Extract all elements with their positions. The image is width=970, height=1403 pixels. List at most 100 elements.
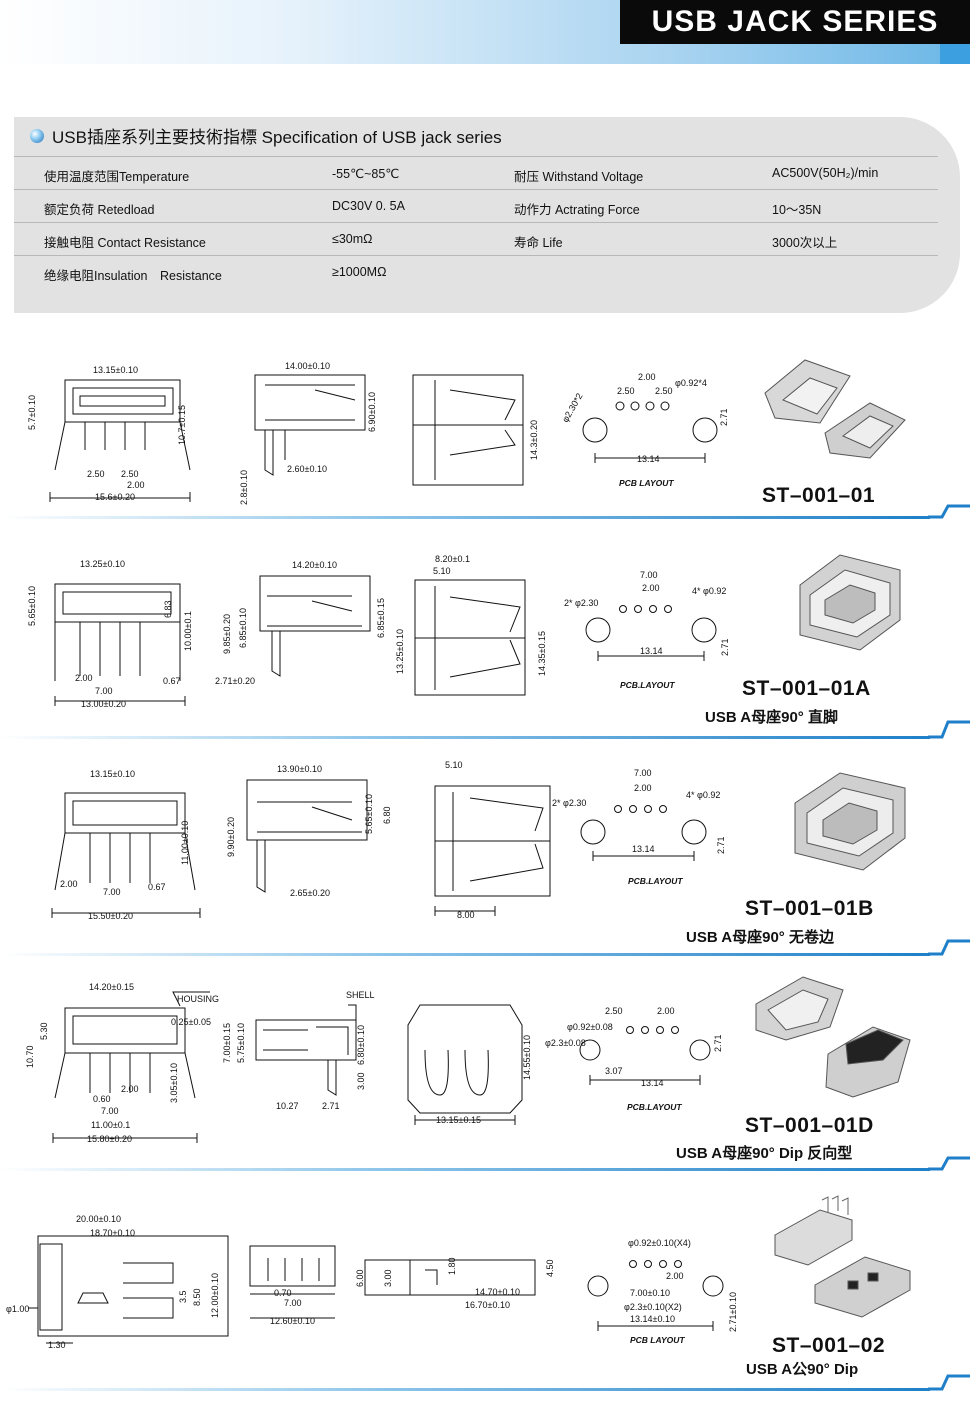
- pcb-layout-drawing: 7.00 2.00 2* φ2.30 4* φ0.92 13.14 2.71 P…: [552, 768, 726, 886]
- side-view-drawing: 13.90±0.10 9.90±0.20 5.65±0.10 6.80 2.65…: [226, 764, 392, 898]
- top-view-drawing: 5.10 8.00: [434, 760, 551, 920]
- dim-label: 13.14±0.10: [630, 1314, 675, 1324]
- dim-label: 13.15±0.15: [436, 1115, 481, 1125]
- spec-row: 绝缘电阻Insulation Resistance ≥1000MΩ: [14, 255, 938, 288]
- part-description: USB A母座90° 直脚: [705, 709, 838, 726]
- dim-label: 15.50±0.20: [88, 911, 133, 921]
- dim-label: 2.71: [716, 836, 726, 854]
- pcb-layout-label: PCB.LAYOUT: [620, 680, 675, 690]
- dim-label: 2.50: [605, 1006, 623, 1016]
- dim-label: 0.60: [93, 1094, 111, 1104]
- dim-label: 0.70: [274, 1288, 292, 1298]
- dim-label: 1.30: [48, 1340, 66, 1350]
- dim-label: 5.75±0.10: [236, 1023, 246, 1063]
- dim-label: 14.20±0.15: [89, 982, 134, 992]
- pcb-layout-label: PCB.LAYOUT: [628, 876, 683, 886]
- divider-tab-icon: [928, 504, 970, 519]
- dim-label: φ1.00: [6, 1304, 29, 1314]
- dim-label: 13.00±0.20: [81, 699, 126, 709]
- dim-label: 2* φ2.30: [564, 598, 598, 608]
- dim-label: 2.71±0.20: [215, 676, 255, 686]
- dim-label: φ0.92±0.10(X4): [628, 1238, 691, 1248]
- dim-label: 10.27: [276, 1101, 299, 1111]
- dim-label: 3.05±0.10: [169, 1063, 179, 1103]
- dim-label: 2.71: [322, 1101, 340, 1111]
- pcb-layout-drawing: 2.50 2.00 φ0.92±0.08 φ2.3±0.08 2.71 3.07…: [545, 1006, 723, 1112]
- dim-label: 2.71: [719, 408, 729, 426]
- dim-label: 10.7±0.15: [177, 405, 187, 445]
- spec-title: USB插座系列主要技術指標 Specification of USB jack …: [30, 123, 502, 148]
- dim-label: 2.65±0.20: [290, 888, 330, 898]
- dim-label: 10.00±0.1: [183, 611, 193, 651]
- dim-label: 2.00: [642, 583, 660, 593]
- dim-label: 7.00±0.15: [222, 1023, 232, 1063]
- dim-label: 8.20±0.1: [435, 554, 470, 564]
- dim-label: 13.15±0.10: [90, 769, 135, 779]
- spec-panel: [14, 117, 960, 313]
- part-description: USB A公90° Dip: [746, 1361, 859, 1378]
- dim-label: 2.00: [638, 372, 656, 382]
- dim-label: HOUSING: [177, 994, 219, 1004]
- dim-label: φ2.3±0.08: [545, 1038, 586, 1048]
- dim-label: 13.14: [641, 1078, 664, 1088]
- dim-label: 14.35±0.15: [537, 631, 547, 676]
- dim-label: 7.00: [95, 686, 113, 696]
- dim-label: 4.50: [545, 1259, 555, 1277]
- spec-value: ≥1000MΩ: [332, 265, 387, 279]
- spec-table: 使用温度范围Temperature -55℃~85℃ 耐压 Withstand …: [14, 156, 938, 288]
- dim-label: 6.90±0.10: [367, 392, 377, 432]
- dim-label: 7.00: [640, 570, 658, 580]
- dim-label: 3.00: [356, 1072, 366, 1090]
- side-view-drawing: 14.20±0.10 9.85±0.20 6.85±0.10 6.85±0.15…: [215, 560, 386, 686]
- dim-label: 13.25±0.10: [395, 629, 405, 674]
- dim-label: 2.00: [121, 1084, 139, 1094]
- dim-label: 0.67: [148, 882, 166, 892]
- part-code: ST–001–01B: [745, 897, 874, 920]
- dim-label: 6.80: [382, 806, 392, 824]
- dim-label: 14.00±0.10: [285, 361, 330, 371]
- spec-row: 额定负荷 Retedload DC30V 0. 5A 动作力 Actrating…: [14, 189, 938, 222]
- dim-label: 12.60±0.10: [270, 1316, 315, 1326]
- section-divider: [0, 736, 930, 739]
- dim-label: 14.3±0.20: [529, 420, 539, 460]
- part-code: ST–001–01D: [745, 1114, 874, 1137]
- dim-label: φ2.3±0.10(X2): [624, 1302, 682, 1312]
- dim-label: 7.00: [103, 887, 121, 897]
- dim-label: 11.00±0.10: [180, 821, 190, 865]
- dim-label: 6.83: [163, 600, 173, 618]
- dim-label: 3.5: [178, 1290, 188, 1303]
- pcb-layout-label: PCB LAYOUT: [619, 478, 674, 488]
- dim-label: 6.80±0.10: [356, 1025, 366, 1065]
- front-view-drawing: 13.15±0.10 5.7±0.10 10.7±0.15 2.50 2.50 …: [27, 365, 191, 502]
- product-photo-icon: [774, 1195, 911, 1318]
- front-view-drawing: 13.25±0.10 5.65±0.10 6.83 10.00±0.1 2.00…: [27, 559, 193, 709]
- dim-label: 15.6±0.20: [95, 492, 135, 502]
- dim-label: 14.20±0.10: [292, 560, 337, 570]
- part-description: USB A母座90° 无卷边: [686, 929, 834, 946]
- pcb-layout-drawing: 7.00 2.00 4* φ0.92 2* φ2.30 13.14 2.71 P…: [564, 570, 730, 690]
- top-view-drawing: 6.00 3.00 1.80 4.50 14.70±0.10 16.70±0.1…: [355, 1257, 555, 1310]
- dim-label: 5.10: [433, 566, 451, 576]
- spec-value: ≤30mΩ: [332, 232, 373, 246]
- dim-label: φ0.92*4: [675, 378, 707, 388]
- dim-label: 4* φ0.92: [686, 790, 720, 800]
- product-photo-icon: [755, 976, 911, 1098]
- dim-label: 8.00: [457, 910, 475, 920]
- dim-label: 2.71: [720, 638, 730, 656]
- part-code: ST–001–01A: [742, 677, 871, 700]
- divider-tab-icon: [928, 1156, 970, 1171]
- section-divider: [0, 516, 930, 519]
- spec-label: 动作力 Actrating Force: [514, 203, 640, 217]
- spec-value: -55℃~85℃: [332, 167, 400, 181]
- section-divider: [0, 1388, 930, 1391]
- dim-label: 2* φ2.30: [552, 798, 586, 808]
- dim-label: 9.85±0.20: [222, 614, 232, 654]
- dim-label: 2.00: [634, 783, 652, 793]
- dim-label: 2.50: [655, 386, 673, 396]
- top-view-drawing: 8.20±0.1 5.10 13.25±0.10 14.35±0.15: [395, 554, 547, 696]
- dim-label: 9.90±0.20: [226, 817, 236, 857]
- dim-label: 5.65±0.10: [27, 586, 37, 626]
- dim-label: 14.70±0.10: [475, 1287, 520, 1297]
- dim-label: 2.00: [60, 879, 78, 889]
- dim-label: 14.55±0.10: [522, 1035, 532, 1080]
